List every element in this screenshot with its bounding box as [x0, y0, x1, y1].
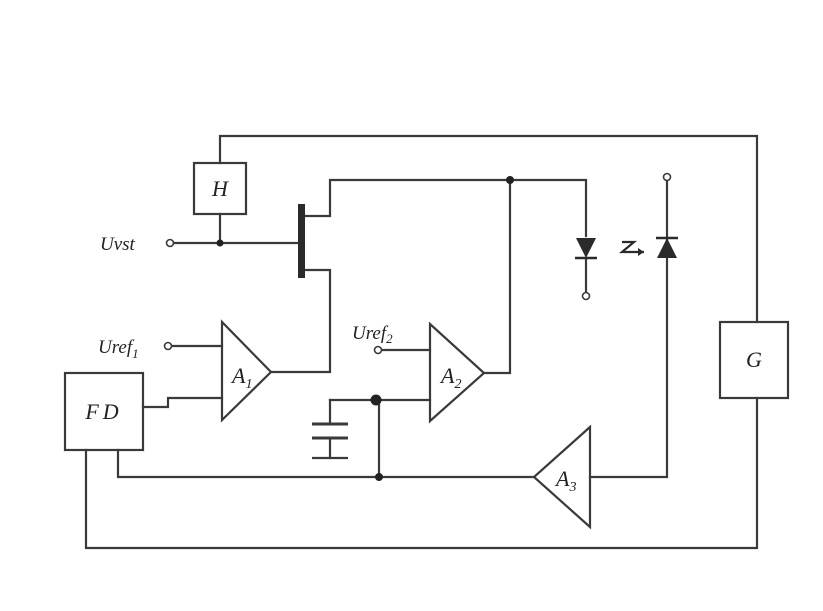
amp-a3-sub: 3 — [568, 480, 576, 495]
terminal-uvst — [165, 238, 175, 248]
amp-a2-sub: 2 — [454, 377, 461, 392]
amplifier-a1: A1 — [220, 319, 273, 423]
input-label-uref2: Uref2 — [352, 323, 393, 346]
terminal-diode — [581, 291, 591, 301]
terminal-photodiode — [662, 172, 672, 182]
light-arrow-icon — [618, 240, 644, 256]
wire-bottom-loop — [84, 396, 759, 550]
terminals — [163, 172, 672, 355]
wire-fd-a3 — [116, 448, 536, 479]
wire-a3-photodiode — [588, 178, 669, 479]
uref2-sub: 2 — [386, 331, 393, 346]
led-diode — [575, 238, 597, 260]
wire-top-loop — [218, 134, 759, 324]
block-g: G — [718, 320, 790, 400]
transistor — [298, 204, 305, 278]
amp-a1-letter: A — [230, 363, 246, 388]
wires — [84, 134, 759, 550]
terminal-uref2 — [373, 345, 383, 355]
uref1-main: Uref — [98, 337, 135, 358]
block-fd-label: FD — [84, 399, 122, 424]
amp-a3-letter: A — [554, 466, 570, 491]
amplifier-a2: A2 — [428, 321, 486, 424]
amp-a2-letter: A — [439, 363, 455, 388]
terminal-uref1 — [163, 341, 173, 351]
uref1-sub: 1 — [132, 346, 139, 361]
block-fd: FD — [63, 371, 145, 452]
input-label-uref1: Uref1 — [98, 337, 139, 361]
wire-drain-to-diode — [303, 178, 588, 238]
svg-text:A1: A1 — [230, 363, 252, 392]
svg-text:A2: A2 — [439, 363, 461, 392]
junctions — [216, 176, 514, 481]
svg-text:A3: A3 — [554, 466, 576, 495]
block-h: H — [192, 161, 248, 216]
block-g-label: G — [746, 347, 762, 372]
block-h-label: H — [211, 176, 229, 201]
amplifier-a3: A3 — [532, 424, 592, 530]
input-label-uvst: Uvst — [100, 234, 136, 255]
wire-fd-a1 — [141, 396, 224, 409]
capacitor — [312, 422, 348, 460]
photodiode — [656, 236, 678, 258]
amp-a1-sub: 1 — [245, 377, 252, 392]
wire-a2-out — [482, 178, 512, 375]
wire-source-a1 — [269, 268, 332, 374]
uref2-main: Uref — [352, 323, 389, 344]
